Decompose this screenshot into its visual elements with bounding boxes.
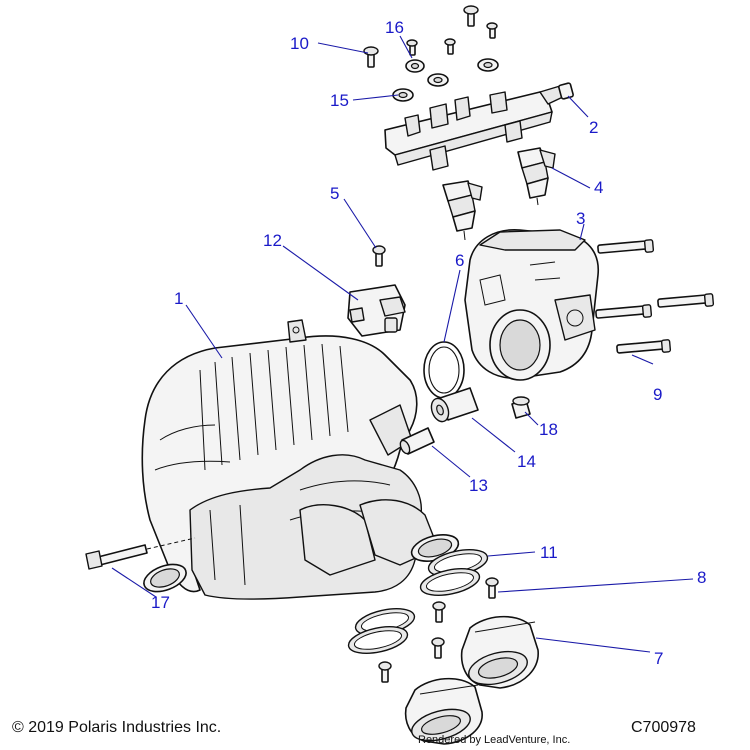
callout-1: 1 xyxy=(174,289,183,308)
callout-10: 10 xyxy=(290,34,309,53)
fuel-rail xyxy=(384,82,574,171)
callout-5: 5 xyxy=(330,184,339,203)
sensor-screw xyxy=(372,245,386,267)
callout-labels: 1 2 3 4 5 6 7 8 9 10 11 12 13 14 15 16 1… xyxy=(151,18,706,668)
intake-plenum xyxy=(141,319,460,600)
copyright-notice: © 2019 Polaris Industries Inc. xyxy=(12,719,222,736)
callout-8: 8 xyxy=(697,568,706,587)
callout-2: 2 xyxy=(589,118,598,137)
leader-lines xyxy=(111,35,694,653)
fuel-injector-right xyxy=(517,147,556,206)
throttle-body xyxy=(464,229,599,381)
fuel-injector-left xyxy=(442,180,483,241)
top-screws xyxy=(363,5,498,68)
callout-3: 3 xyxy=(576,209,585,228)
map-sensor xyxy=(347,284,406,337)
callout-6: 6 xyxy=(455,251,464,270)
intake-boot-upper xyxy=(460,615,539,689)
callout-14: 14 xyxy=(517,452,536,471)
callout-15: 15 xyxy=(330,91,349,110)
callout-16: 16 xyxy=(385,18,404,37)
diagram-id: C700978 xyxy=(631,719,696,736)
callout-17: 17 xyxy=(151,593,170,612)
plug xyxy=(511,396,531,419)
callout-13: 13 xyxy=(469,476,488,495)
o-ring xyxy=(423,341,465,399)
mounting-bolt xyxy=(85,537,196,570)
grommet xyxy=(430,387,479,423)
callout-12: 12 xyxy=(263,231,282,250)
sleeve xyxy=(399,427,435,455)
boot-bolts xyxy=(378,577,499,683)
callout-11: 11 xyxy=(540,543,558,562)
callout-7: 7 xyxy=(654,649,663,668)
intake-boot-lower xyxy=(404,677,483,745)
rendered-by-credit: Rendered by LeadVenture, Inc. xyxy=(418,734,571,746)
callout-4: 4 xyxy=(594,178,603,197)
callout-18: 18 xyxy=(539,420,558,439)
hose-clamps xyxy=(347,549,489,654)
rail-clips xyxy=(392,58,499,102)
callout-9: 9 xyxy=(653,385,662,404)
throttle-body-bolts xyxy=(595,239,715,354)
